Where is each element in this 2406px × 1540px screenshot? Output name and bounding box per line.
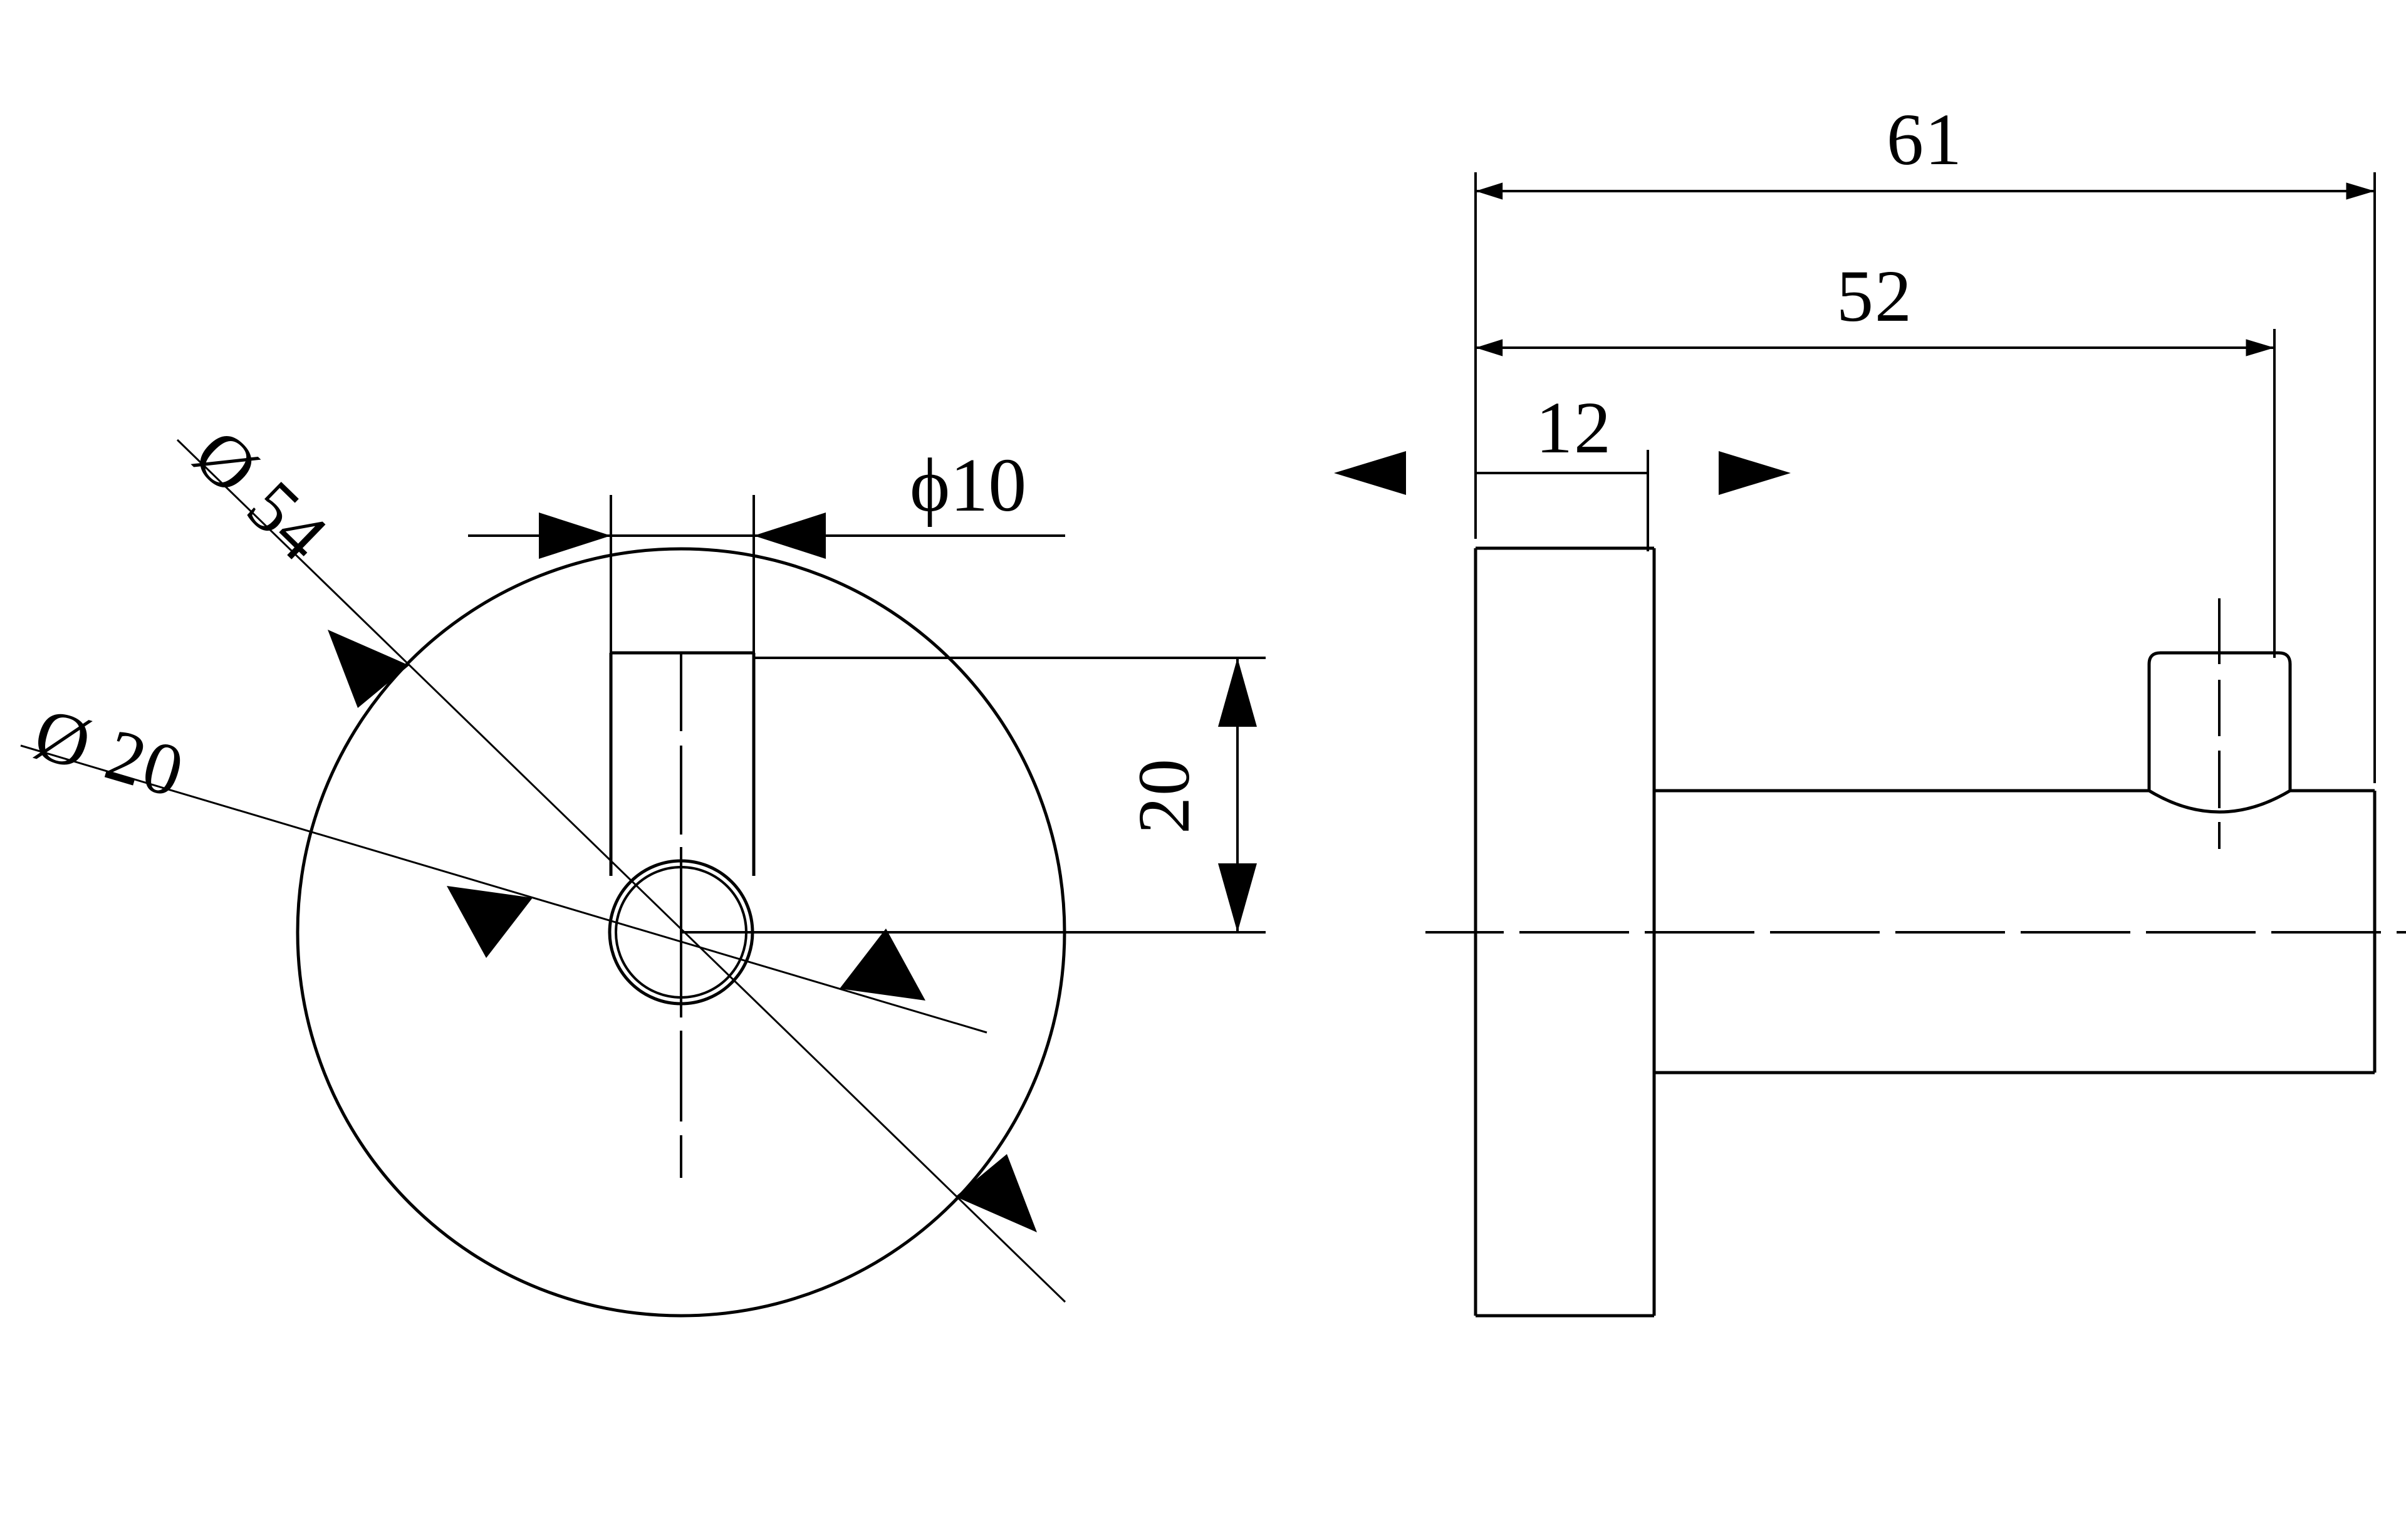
dim-dia54-leader xyxy=(176,439,1066,1303)
dim-12-arrow-left-outer xyxy=(1334,451,1406,495)
dim-20-arrow-top xyxy=(1218,658,1257,727)
dimension-dia-10: ϕ10 xyxy=(468,443,1065,658)
dim-dia20-arrow-far xyxy=(840,929,925,1001)
hub-outer-circle xyxy=(608,859,754,1006)
dim-dia54-arrow-far xyxy=(956,1154,1037,1232)
dim-dia20-leader xyxy=(20,744,987,1034)
dim-12-arrow-right-outer xyxy=(1719,451,1791,495)
hub-inner-circle xyxy=(615,866,747,999)
dim-52-label: 52 xyxy=(1836,255,1913,337)
dim-dia10-arrow-right xyxy=(754,512,826,559)
dim-dia54-arrow xyxy=(328,630,409,708)
dim-61-label: 61 xyxy=(1887,98,1963,180)
dim-dia54-label: Ø 54 xyxy=(179,414,344,578)
dimension-len-20: 20 xyxy=(754,657,1266,934)
side-view: 61 52 12 xyxy=(1334,98,2406,1318)
dimension-len-61: 61 xyxy=(1474,98,2376,783)
tab-outline xyxy=(609,651,756,876)
dim-dia10-label: ϕ10 xyxy=(910,443,1026,528)
dim-12-label: 12 xyxy=(1536,387,1612,469)
dim-dia10-arrow-left xyxy=(539,512,611,559)
dimension-len-12: 12 xyxy=(1334,387,1791,551)
dim-dia20-label: Ø 20 xyxy=(26,692,194,813)
dimension-len-52: 52 xyxy=(1475,255,2276,658)
cylinder-arm-outline xyxy=(1654,789,2377,1074)
dimension-dia-54: Ø 54 xyxy=(176,414,1066,1303)
dim-20-label: 20 xyxy=(1123,757,1205,834)
dim-dia20-arrow xyxy=(447,886,533,958)
dim-20-arrow-bottom xyxy=(1218,863,1257,932)
dimension-dia-20: Ø 20 xyxy=(20,692,987,1034)
front-view: ϕ10 20 Ø 54 Ø 20 xyxy=(20,414,1266,1318)
